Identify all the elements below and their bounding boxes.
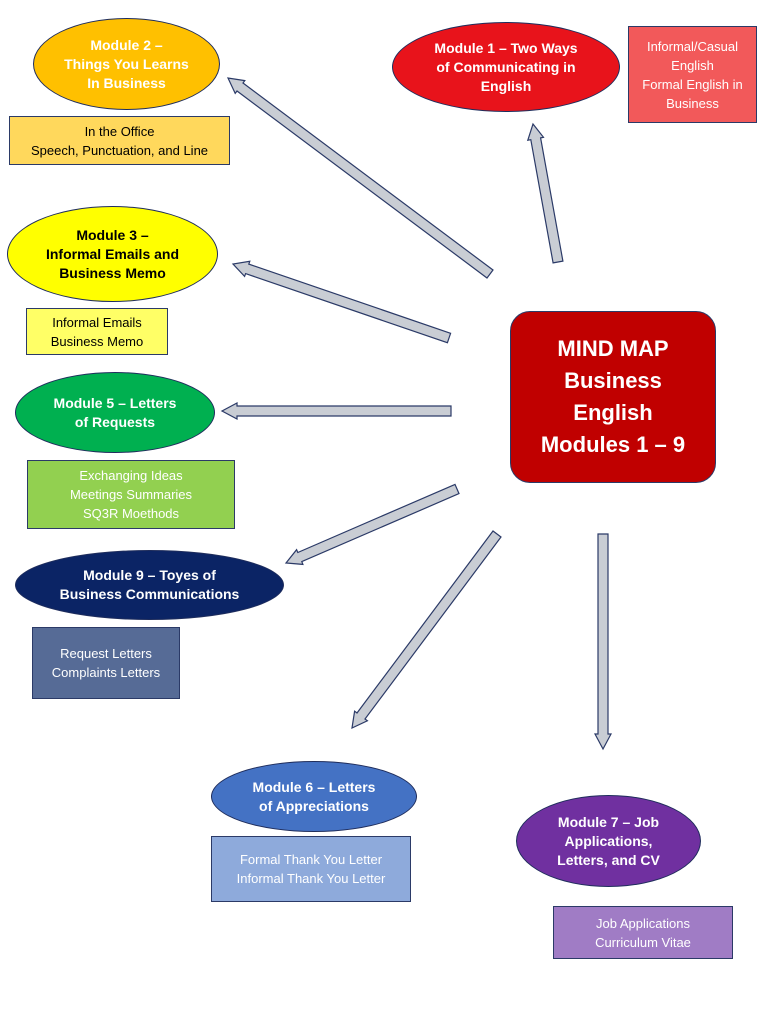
center-line: Modules 1 – 9: [540, 432, 686, 457]
module-6-title: of Appreciations: [259, 797, 369, 814]
module-9-topics: Request Letters Complaints Letters: [32, 627, 180, 699]
module-1-node: Module 1 – Two Ways of Communicating in …: [392, 22, 620, 112]
module-3-title: Module 3 –: [76, 226, 149, 243]
topic-item: Request Letters: [60, 646, 152, 661]
module-2-node: Module 2 – Things You Learns In Business: [33, 18, 220, 110]
module-7-title: Letters, and CV: [557, 851, 660, 868]
topic-item: Meetings Summaries: [69, 487, 193, 502]
module-6-topics: Formal Thank You Letter Informal Thank Y…: [211, 836, 411, 902]
topic-item: Exchanging Ideas: [79, 468, 183, 483]
topic-item: Complaints Letters: [51, 665, 161, 680]
topic-item: Informal Emails: [52, 314, 142, 330]
module-6-node: Module 6 – Letters of Appreciations: [211, 761, 417, 832]
topic-item: Formal Thank You Letter: [239, 852, 383, 867]
module-3-node: Module 3 – Informal Emails and Business …: [7, 206, 218, 302]
module-1-title: English: [480, 77, 532, 94]
center-line: MIND MAP: [557, 336, 669, 361]
module-9-title: Business Communications: [59, 586, 240, 602]
module-3-title: Informal Emails and: [45, 245, 180, 262]
module-3-title: Business Memo: [59, 264, 166, 281]
topic-item: Business: [666, 95, 719, 111]
topic-item: Formal English in: [642, 76, 743, 92]
module-2-title: In Business: [87, 74, 166, 91]
arrow-to-module-7: [594, 533, 612, 751]
module-5-topics: Exchanging Ideas Meetings Summaries SQ3R…: [27, 460, 235, 529]
arrow-to-module-1: [526, 122, 564, 264]
module-2-title: Module 2 –: [90, 36, 163, 53]
module-5-node: Module 5 – Letters of Requests: [15, 372, 215, 453]
topic-item: Informal/Casual: [646, 38, 739, 54]
arrow-to-module-6: [351, 530, 502, 730]
center-line: English: [573, 400, 653, 425]
module-2-topics: In the Office Speech, Punctuation, and L…: [9, 116, 230, 165]
topic-item: SQ3R Moethods: [82, 506, 180, 521]
module-1-topics: Informal/Casual English Formal English i…: [628, 26, 757, 123]
module-9-node: Module 9 – Toyes of Business Communicati…: [15, 550, 284, 620]
arrow-to-module-3: [231, 260, 452, 344]
module-7-node: Module 7 – Job Applications, Letters, an…: [516, 795, 701, 887]
module-3-topics: Informal Emails Business Memo: [26, 308, 168, 355]
topic-item: Job Applications: [596, 915, 690, 931]
module-1-title: Module 1 – Two Ways: [434, 39, 578, 56]
module-7-title: Applications,: [564, 832, 653, 849]
module-7-topics: Job Applications Curriculum Vitae: [553, 906, 733, 959]
arrow-to-module-2: [226, 77, 494, 279]
module-5-title: of Requests: [74, 413, 156, 430]
module-9-title: Module 9 – Toyes of: [83, 567, 216, 583]
topic-item: English: [671, 57, 714, 73]
topic-item: Informal Thank You Letter: [236, 871, 386, 886]
topic-item: Speech, Punctuation, and Line: [30, 142, 209, 158]
topic-item: In the Office: [84, 123, 155, 139]
topic-item: Curriculum Vitae: [595, 934, 691, 950]
arrow-to-module-5: [220, 402, 452, 420]
module-2-title: Things You Learns: [64, 55, 189, 72]
center-line: Business: [564, 368, 662, 393]
module-7-title: Module 7 – Job: [557, 813, 660, 830]
module-5-title: Module 5 – Letters: [53, 394, 177, 411]
mind-map-center: MIND MAP Business English Modules 1 – 9: [510, 311, 716, 483]
topic-item: Business Memo: [50, 333, 144, 349]
module-1-title: of Communicating in: [436, 58, 576, 75]
arrow-to-module-9: [284, 483, 460, 566]
module-6-title: Module 6 – Letters: [252, 778, 376, 795]
